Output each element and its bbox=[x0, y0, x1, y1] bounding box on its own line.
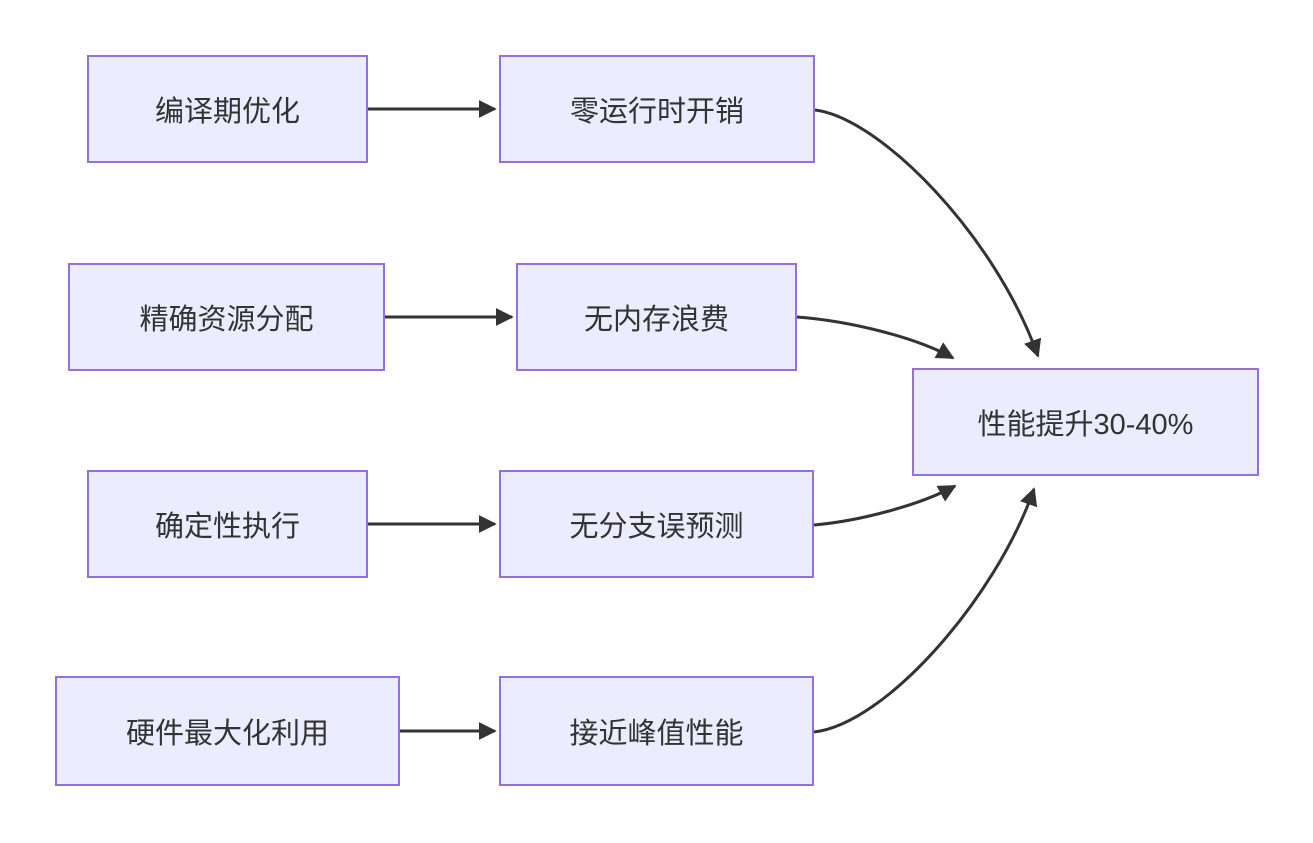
node-performance-gain: 性能提升30-40% bbox=[912, 368, 1259, 476]
edge-near-peak-to-performance-gain bbox=[813, 487, 1038, 734]
node-hardware-max-utilization: 硬件最大化利用 bbox=[55, 676, 400, 786]
node-deterministic-execution: 确定性执行 bbox=[87, 470, 368, 578]
node-zero-runtime-overhead: 零运行时开销 bbox=[499, 55, 815, 163]
edge-zero-overhead-to-performance-gain bbox=[814, 108, 1042, 358]
node-no-memory-waste: 无内存浪费 bbox=[516, 263, 797, 371]
node-precise-resource-allocation: 精确资源分配 bbox=[68, 263, 385, 371]
edge-no-memory-waste-to-performance-gain bbox=[796, 315, 955, 360]
edge-no-misprediction-to-performance-gain bbox=[813, 484, 957, 527]
node-near-peak-performance: 接近峰值性能 bbox=[499, 676, 814, 786]
node-compile-time-optimization: 编译期优化 bbox=[87, 55, 368, 163]
node-no-branch-misprediction: 无分支误预测 bbox=[499, 470, 814, 578]
